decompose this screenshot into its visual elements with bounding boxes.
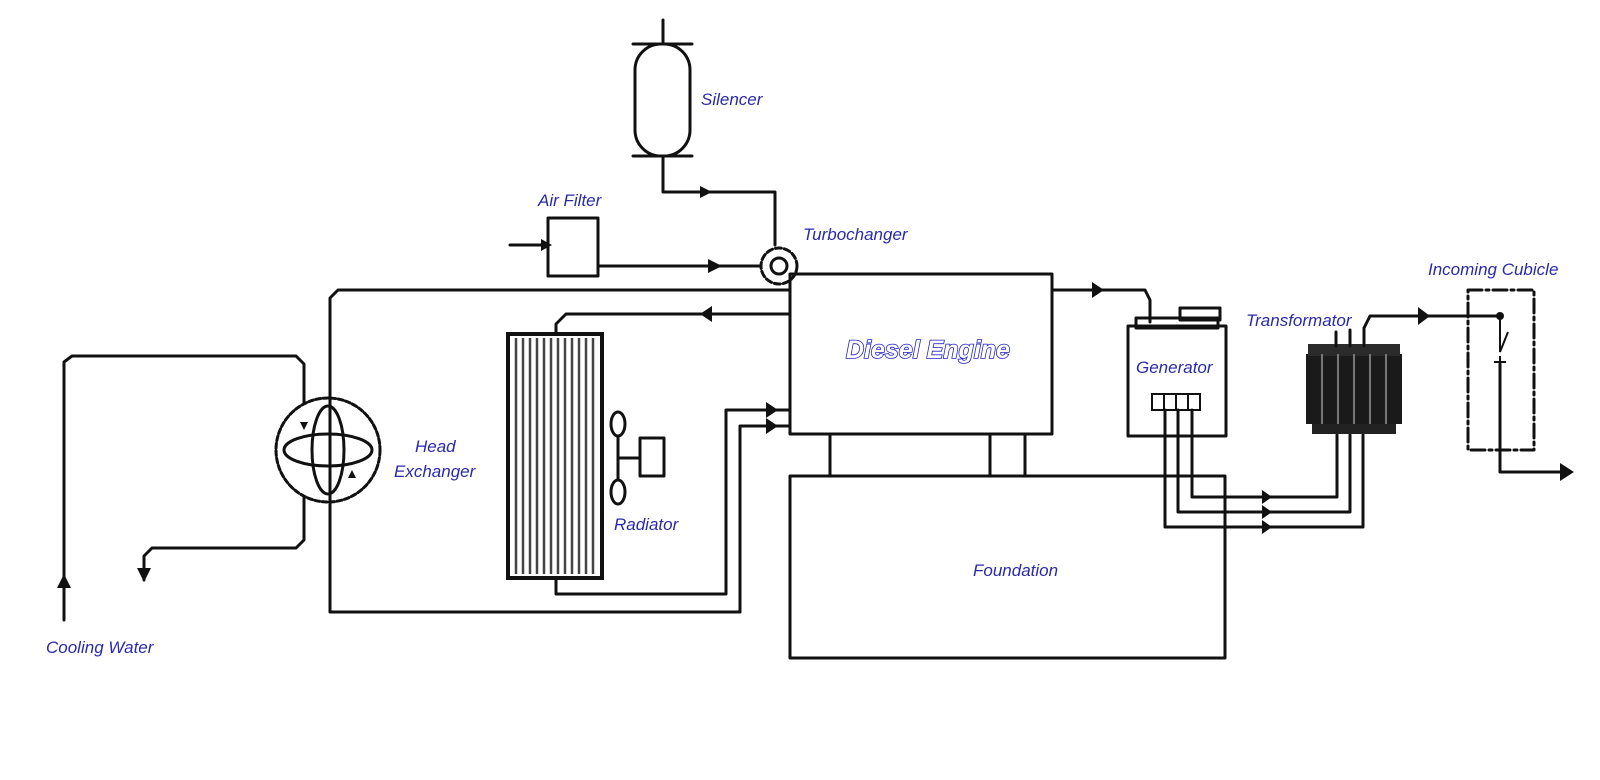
label-cooling-water: Cooling Water: [46, 638, 155, 657]
cooling-water-pipes: [57, 354, 306, 622]
heat-exchanger: [274, 396, 382, 504]
engine-generator-link: [1050, 282, 1152, 324]
label-turbochanger: Turbochanger: [803, 225, 909, 244]
label-incoming-cubicle: Incoming Cubicle: [1428, 260, 1558, 279]
label-generator: Generator: [1136, 358, 1214, 377]
label-foundation: Foundation: [973, 561, 1058, 580]
diesel-engine: [788, 272, 1054, 478]
exhaust-arrow: [700, 186, 712, 198]
label-diesel-engine: Diesel Engine: [846, 336, 1010, 364]
label-transformator: Transformator: [1246, 311, 1353, 330]
generator-transformer-cables: [1163, 408, 1365, 534]
foundation: [788, 474, 1227, 660]
label-head: Head: [415, 437, 456, 456]
label-air-filter: Air Filter: [537, 191, 603, 210]
silencer: [631, 18, 694, 158]
air-filter: [508, 216, 600, 278]
label-exchanger: Exchanger: [394, 462, 477, 481]
radiator-fins: [514, 338, 595, 574]
turbocharger: [759, 246, 799, 286]
transformer-cubicle-line: [1362, 307, 1502, 330]
transformator: [1306, 326, 1402, 434]
heat-exchanger-loop: [328, 288, 792, 614]
exhaust-pipe: [661, 154, 777, 247]
radiator-fan: [609, 410, 666, 506]
radiator: [506, 332, 604, 580]
incoming-cubicle: [1466, 288, 1574, 481]
label-radiator: Radiator: [614, 515, 680, 534]
radiator-coolant-loop: [554, 306, 792, 596]
label-silencer: Silencer: [701, 90, 764, 109]
intake-pipe: [596, 259, 762, 273]
